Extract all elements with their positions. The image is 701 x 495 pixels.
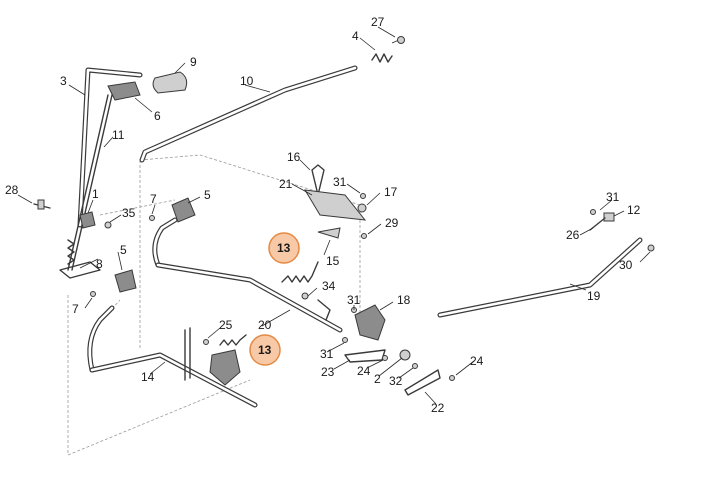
part-5-pad-upper — [171, 197, 196, 223]
part-24-clip-b — [449, 375, 455, 381]
part-19-rod — [437, 237, 643, 318]
part-24-clip-a — [382, 355, 388, 361]
part-22-link — [404, 369, 441, 396]
part-13-spring-upper — [281, 261, 319, 283]
label-32: 32 — [389, 374, 403, 388]
label-31-lower: 31 — [320, 347, 334, 361]
part-10-rod — [139, 65, 358, 163]
part-7-screw-upper — [149, 215, 155, 221]
label-24-right: 24 — [470, 354, 484, 368]
part-14-bracket — [209, 349, 241, 386]
label-28: 28 — [5, 183, 19, 197]
label-27: 27 — [371, 15, 385, 29]
part-12-fitting — [589, 212, 615, 231]
label-29: 29 — [385, 216, 399, 230]
part-13-spring-lower — [219, 334, 247, 346]
label-31-right: 31 — [606, 190, 620, 204]
part-31-screw-a — [360, 193, 366, 199]
part-20-lever — [152, 217, 343, 333]
part-15-plate — [317, 227, 341, 239]
label-31-middle: 31 — [347, 293, 361, 307]
label-18: 18 — [397, 293, 411, 307]
part-14-lever — [87, 305, 258, 408]
part-5-pad-lower — [114, 269, 137, 293]
label-11: 11 — [112, 128, 125, 142]
label-2: 2 — [374, 372, 381, 386]
label-25: 25 — [219, 318, 233, 332]
part-13-highlight-lower[interactable] — [249, 334, 281, 366]
part-25-screw — [203, 339, 209, 345]
part-1-clip — [79, 211, 96, 229]
part-7-screw-lower — [90, 291, 96, 297]
label-23: 23 — [321, 365, 335, 379]
part-3-lever — [77, 67, 143, 228]
part-11-link — [67, 94, 113, 271]
label-22: 22 — [431, 401, 445, 415]
part-30-nut — [647, 244, 655, 252]
part-13-highlight-upper[interactable] — [268, 232, 300, 264]
part-8-spring — [59, 239, 101, 279]
label-16: 16 — [287, 150, 301, 164]
label-13-upper: 13 — [277, 241, 291, 255]
part-4-spring — [371, 36, 405, 63]
label-15: 15 — [326, 254, 340, 268]
leader-lines — [17, 26, 651, 405]
part-31-screw-d — [342, 337, 348, 343]
label-7-upper: 7 — [150, 192, 157, 206]
frame-lines — [67, 154, 361, 456]
part-18-bracket — [354, 304, 386, 341]
label-26: 26 — [566, 228, 580, 242]
part-28-bolt — [33, 199, 51, 210]
label-3: 3 — [60, 74, 67, 88]
part-9-knob — [152, 71, 188, 94]
part-23-link — [344, 349, 386, 363]
part-2-bushing — [399, 349, 411, 361]
label-8: 8 — [96, 257, 103, 271]
label-4: 4 — [352, 29, 359, 43]
part-16-spring-clip — [311, 164, 325, 196]
part-35-nut — [104, 221, 112, 229]
label-19: 19 — [587, 289, 601, 303]
label-9: 9 — [190, 55, 197, 69]
part-6-bracket — [107, 81, 141, 101]
part-32-washer — [412, 363, 418, 369]
label-7-lower: 7 — [72, 302, 79, 316]
label-30: 30 — [619, 258, 633, 272]
label-12: 12 — [627, 203, 641, 217]
label-14: 14 — [141, 370, 155, 384]
label-5-upper: 5 — [204, 188, 211, 202]
part-31-screw-b — [590, 209, 596, 215]
part-34-washer — [301, 292, 331, 321]
label-6: 6 — [154, 109, 161, 123]
label-17: 17 — [384, 185, 398, 199]
label-10: 10 — [240, 74, 254, 88]
label-35: 35 — [122, 206, 136, 220]
part-29-bolt — [361, 233, 367, 239]
label-20: 20 — [258, 318, 272, 332]
label-21: 21 — [279, 177, 293, 191]
part-17-washer — [357, 203, 367, 213]
label-13-lower: 13 — [258, 343, 272, 357]
label-34: 34 — [322, 279, 336, 293]
part-27-nut — [397, 36, 405, 44]
part-21-bracket — [304, 189, 367, 221]
label-5-lower: 5 — [120, 243, 127, 257]
label-1: 1 — [92, 187, 99, 201]
label-31-upper: 31 — [333, 175, 347, 189]
label-24-left: 24 — [357, 364, 371, 378]
